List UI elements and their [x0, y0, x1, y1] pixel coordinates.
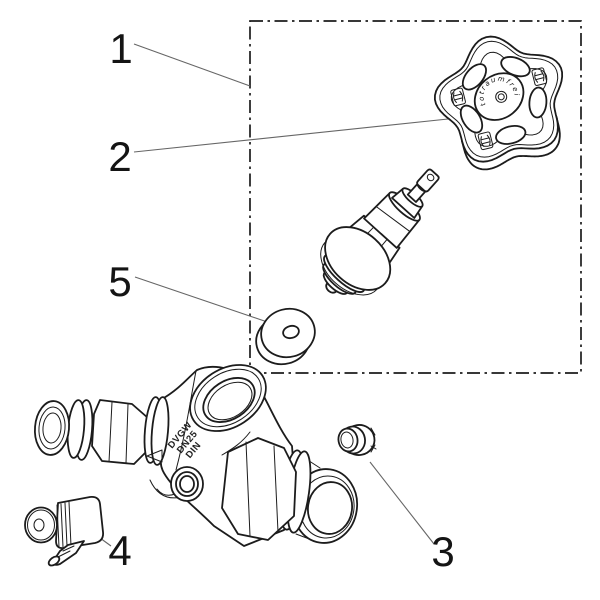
- right-nut-facets: [245, 441, 279, 537]
- bonnet-spindle-paddle: [416, 168, 440, 193]
- side-port-ring: [175, 471, 199, 497]
- drain-cap-face: [24, 506, 58, 544]
- spoke-cutout: [459, 104, 484, 134]
- left-union-nut: [91, 399, 149, 465]
- barb-rib-lines: [57, 545, 75, 558]
- spoke-cutout: [495, 125, 527, 145]
- plug-face-inner: [340, 431, 354, 449]
- drain-valve-drawing: [24, 495, 104, 567]
- spoke-cutout: [528, 86, 548, 119]
- valve-body-drawing: DVGW DN25 DIN: [34, 364, 359, 547]
- handwheel-cap-center-ring: [495, 90, 508, 103]
- side-port-bore: [179, 475, 195, 493]
- callout-2-label: 2: [108, 133, 131, 180]
- plug-drawing: [337, 424, 377, 456]
- handwheel-drawing: totraumfrei: [433, 35, 564, 171]
- callout-5-leader-line: [134, 276, 283, 328]
- callout-4-label: 4: [108, 527, 131, 574]
- callout-2-leader-line: [133, 118, 449, 153]
- handwheel-logo-badges: [450, 67, 548, 151]
- handwheel-spoke-cutouts: [459, 56, 548, 145]
- left-pipe-bore-inner: [42, 412, 62, 444]
- bonnet-opening-thread: [207, 381, 253, 421]
- drain-knurl-band: [56, 501, 72, 548]
- handwheel-skirt: [460, 116, 561, 171]
- drain-cap-center: [33, 518, 45, 532]
- washer-face: [260, 307, 316, 359]
- left-nut-facets: [108, 401, 129, 464]
- callout-3-leader-line: [369, 461, 435, 545]
- bonnet-body-seam: [375, 206, 411, 233]
- callout-1-leader-line: [133, 43, 251, 87]
- right-union-nut: [221, 437, 297, 541]
- seal-washer-drawing: [255, 307, 316, 366]
- left-collar-ring: [150, 396, 170, 466]
- spoke-cutout: [461, 63, 487, 91]
- flow-direction-arrow-icon: [146, 449, 163, 463]
- handwheel-logo-glyph: [531, 67, 548, 86]
- left-pipe-end-cap: [34, 400, 70, 456]
- paddle-hole: [426, 173, 435, 182]
- washer-center-hole: [282, 324, 300, 340]
- drain-cap-ring: [27, 509, 55, 541]
- body-seam-lines: [175, 370, 251, 471]
- handwheel-rim-inner-line: [439, 40, 559, 158]
- callout-5-label: 5: [108, 258, 131, 305]
- bonnet-opening-bore: [202, 377, 256, 423]
- handwheel-logo-glyph: [477, 131, 494, 151]
- bonnet-flange: [324, 226, 392, 291]
- callout-1-label: 1: [109, 25, 132, 72]
- flange-thickness-line: [320, 241, 378, 296]
- barb-tip: [47, 555, 61, 567]
- handwheel-cap-face: [473, 72, 525, 121]
- handwheel-cap-center-dot: [497, 93, 505, 101]
- right-pipe-bore: [307, 481, 353, 535]
- service-kit-boundary-box: [249, 20, 582, 374]
- handwheel-logo-glyph: [450, 87, 466, 107]
- bonnet-opening-rim: [194, 368, 262, 428]
- drain-valve-body: [55, 495, 104, 550]
- callout-3-label: 3: [431, 528, 454, 575]
- plug-hex-notches: [370, 427, 377, 453]
- left-pipe-bore: [38, 406, 66, 450]
- bonnet-insert-drawing: [320, 168, 440, 296]
